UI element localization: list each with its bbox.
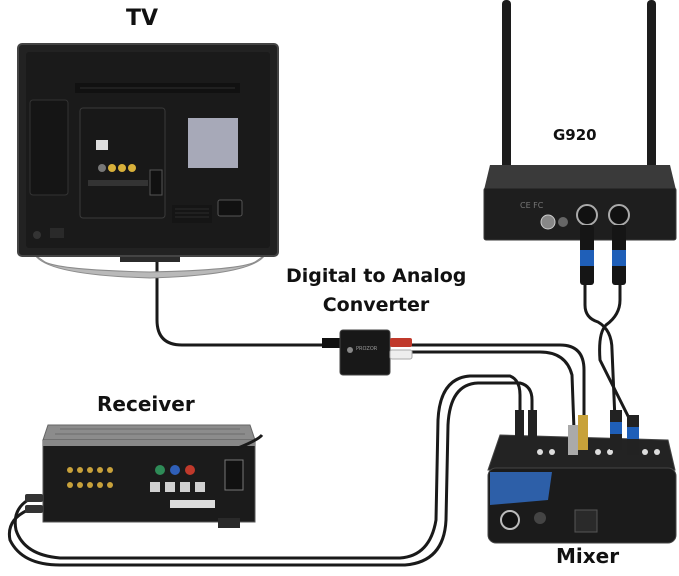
tv-label-sticker [188,118,238,168]
av-receiver [25,424,264,528]
mixer-label: Mixer [556,544,620,568]
receiver-cable-2 [7,381,534,567]
mixer-blue-panel [490,472,552,505]
g920-receiver-unit: CE FC [483,0,677,285]
receiver-back-panel [42,439,256,523]
tv [17,43,279,279]
xlr-cable-2 [598,283,632,422]
dac-label-line2: Converter [322,294,430,316]
digital-analog-converter: PROZOR [322,329,413,376]
g920-logo: CE FC [520,201,544,210]
rca-cable-1 [410,343,586,422]
tv-port-panel [79,107,166,219]
dac-body [339,329,391,376]
g920-label: G920 [553,126,597,144]
dac-label: Digital to Analog Converter [286,262,466,320]
receiver-label: Receiver [97,392,195,416]
audio-mixer [487,410,677,544]
xlr-cable-1 [583,283,617,422]
receiver-cable-1 [13,374,522,560]
dac-brand: PROZOR [356,346,378,352]
rca-cable-2 [410,350,576,432]
tv-label: TV [126,6,159,31]
optical-cable [155,193,332,347]
cables [7,193,632,567]
dac-label-line1: Digital to Analog [286,265,467,287]
